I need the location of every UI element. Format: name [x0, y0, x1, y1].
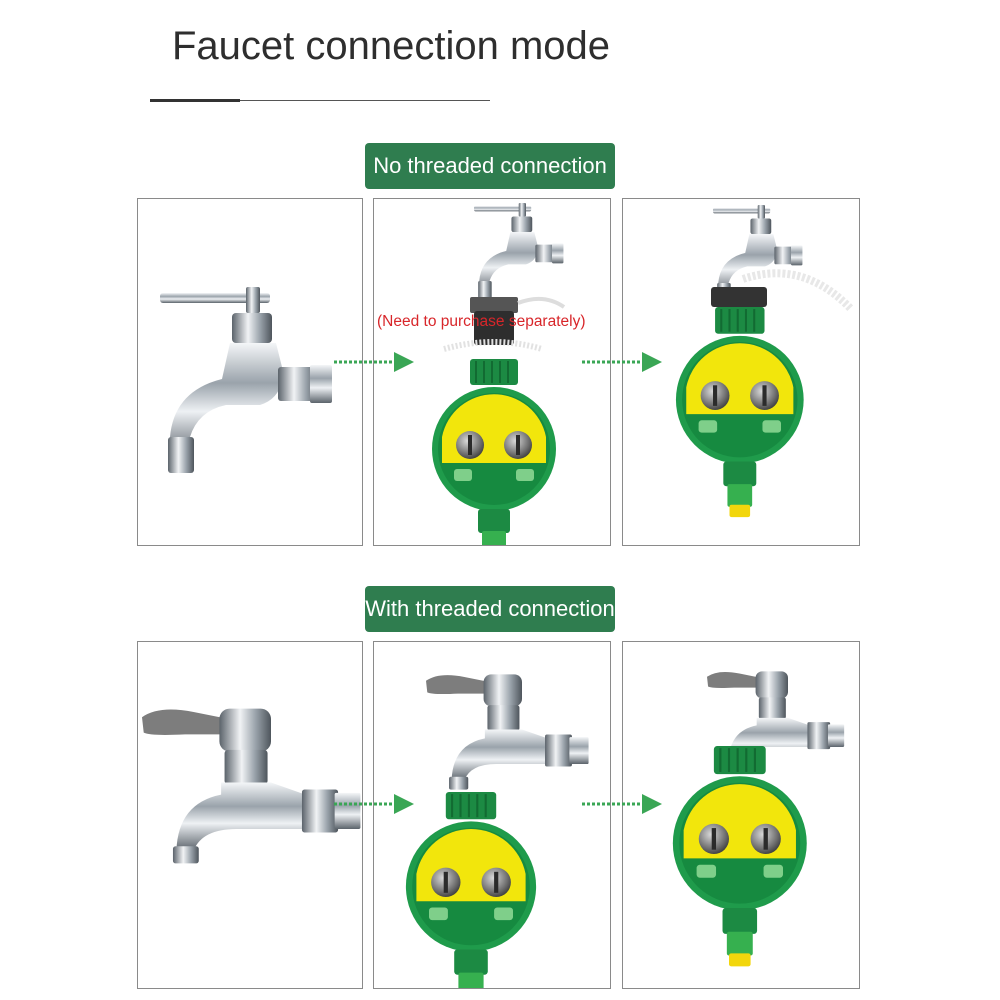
title-divider-accent [150, 99, 240, 102]
arrow-right-icon [582, 794, 664, 816]
panel-threaded-step [373, 641, 611, 989]
title-divider [150, 100, 490, 101]
panel-result-unthreaded [622, 198, 860, 546]
arrow-right-icon [334, 352, 416, 374]
panel-faucet-unthreaded [137, 198, 363, 546]
purchase-note: (Need to purchase separately) [377, 313, 586, 330]
panel-adapter-step: (Need to purchase separately) [373, 198, 611, 546]
adapter-icon [443, 296, 566, 352]
faucet-icon [431, 203, 566, 545]
panel-result-threaded [622, 641, 860, 989]
page-title: Faucet connection mode [172, 24, 611, 68]
faucet-icon [142, 708, 361, 864]
faucet-icon [160, 287, 332, 473]
section-label-no-threaded: No threaded connection [365, 143, 615, 189]
arrow-right-icon [334, 794, 416, 816]
panel-faucet-threaded [137, 641, 363, 989]
arrow-right-icon [582, 352, 664, 374]
water-timer-icon [674, 205, 854, 519]
section-label-threaded: With threaded connection [365, 586, 615, 632]
